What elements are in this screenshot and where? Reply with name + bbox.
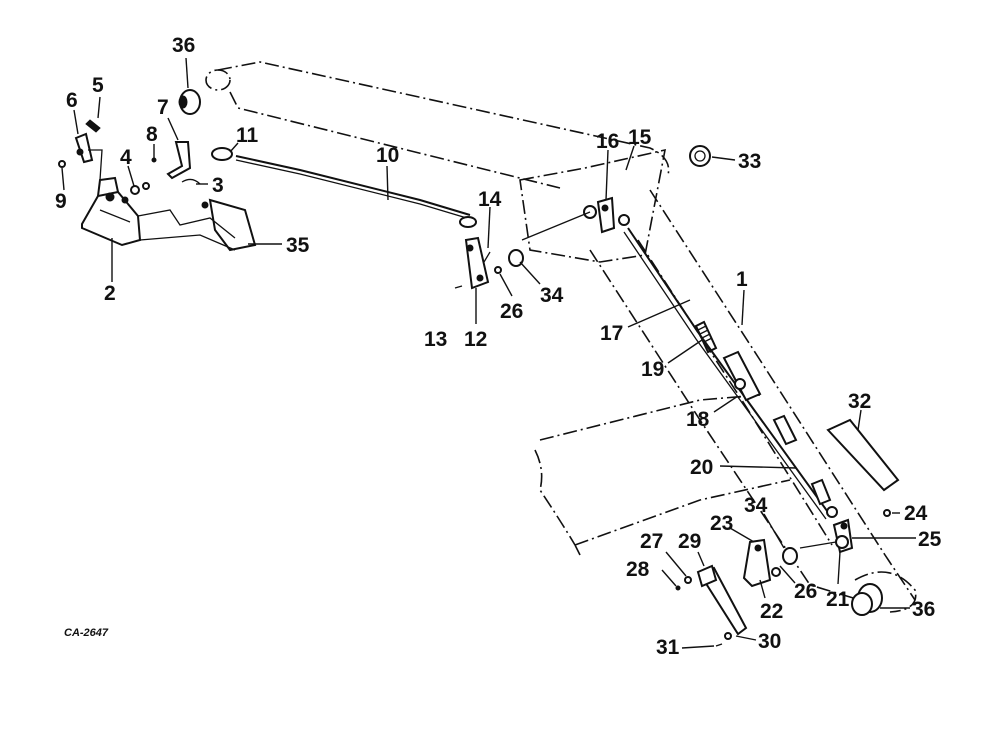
bellcrank-21: [799, 509, 891, 554]
part-label-22: 22: [760, 600, 783, 623]
part-label-33: 33: [738, 150, 761, 173]
part-label-13: 13: [424, 328, 447, 351]
part-label-34: 34: [540, 284, 564, 307]
part-label-10: 10: [376, 144, 399, 167]
part-label-30: 30: [758, 630, 781, 653]
part-label-27: 27: [640, 530, 663, 553]
part-label-8: 8: [146, 123, 158, 146]
linkage-rod: [623, 227, 838, 520]
control-rod: [211, 147, 477, 228]
pivot-bracket-16: [521, 196, 630, 241]
part-label-20: 20: [690, 456, 713, 479]
bushing-top: [178, 89, 201, 115]
part-label-5: 5: [92, 74, 104, 97]
part-label-32: 32: [848, 390, 871, 413]
part-label-15: 15: [628, 126, 652, 149]
part-label-4: 4: [120, 146, 132, 169]
bushing-34-top: [508, 249, 524, 267]
plate-32: [826, 418, 900, 492]
cap-33: [689, 145, 711, 167]
part-callouts: 36 5 6 7 8 11 10 4 3 9 35 2 14 13 12 26 …: [55, 34, 942, 659]
part-label-24: 24: [904, 502, 928, 525]
part-label-1: 1: [736, 268, 748, 291]
part-label-16: 16: [596, 130, 619, 153]
part-label-17: 17: [600, 322, 623, 345]
lower-linkage: [675, 538, 798, 647]
part-label-3: 3: [212, 174, 224, 197]
leader-lines: [61, 57, 916, 649]
part-label-21: 21: [826, 588, 850, 611]
part-label-29: 29: [678, 530, 701, 553]
part-label-2: 2: [104, 282, 116, 305]
part-label-7: 7: [157, 96, 169, 119]
part-label-23: 23: [710, 512, 733, 535]
part-label-36: 36: [172, 34, 195, 57]
part-label-28: 28: [626, 558, 650, 581]
part-label-11: 11: [236, 124, 259, 147]
part-label-25: 25: [918, 528, 942, 551]
part-label-26: 26: [500, 300, 523, 323]
part-label-26b: 26: [794, 580, 817, 603]
part-label-34b: 34: [744, 494, 768, 517]
drawing-code: CA-2647: [64, 627, 109, 639]
part-label-35: 35: [286, 234, 310, 257]
part-label-31: 31: [656, 636, 680, 659]
part-label-9: 9: [55, 190, 67, 213]
part-label-36b: 36: [912, 598, 935, 621]
part-label-14: 14: [478, 188, 502, 211]
bracket-assembly: [58, 119, 257, 252]
loader-arm-outline: [205, 61, 917, 613]
part-label-6: 6: [66, 89, 78, 112]
bushing-bottom: [851, 583, 883, 616]
part-label-18: 18: [686, 408, 710, 431]
part-label-19: 19: [641, 358, 664, 381]
bellcrank-12: [454, 236, 502, 290]
part-label-12: 12: [464, 328, 487, 351]
